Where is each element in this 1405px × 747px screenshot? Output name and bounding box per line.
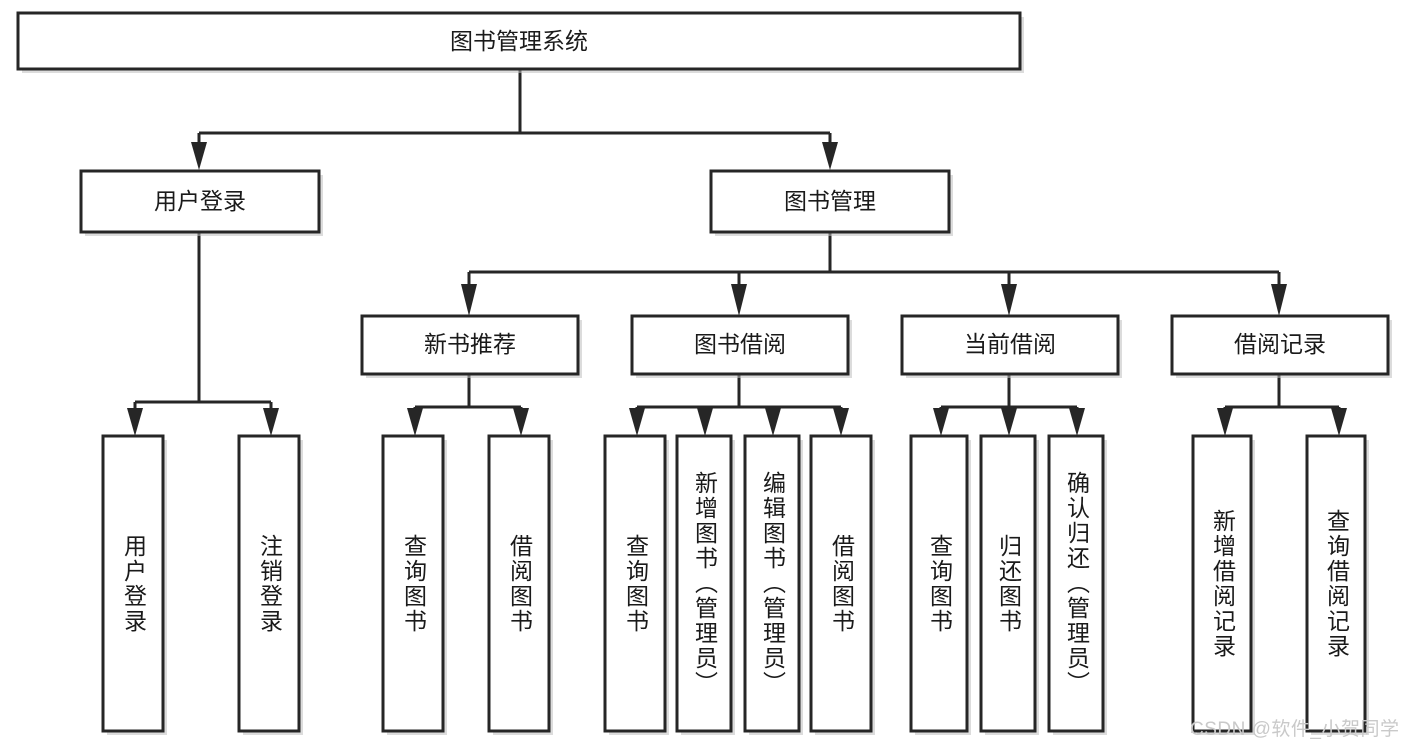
book-manage-node-label: 图书管理 [784,188,876,214]
book-borrow-node-label: 图书借阅 [694,331,786,357]
arrow-head-leaf-query-book-1 [407,408,423,436]
leaf-add-book-box[interactable] [675,434,733,733]
arrow-head-leaf-query-book-3 [933,408,949,436]
arrow-head-leaf-add-book [697,408,713,436]
leaf-edit-book-box[interactable] [743,434,801,733]
borrow-record-node-label: 借阅记录 [1234,331,1326,357]
borrow-record-node-box[interactable] [1170,314,1390,376]
leaf-logout-box[interactable] [237,434,301,733]
leaf-user-login-box[interactable] [101,434,165,733]
arrow-head-leaf-logout [263,408,279,436]
connector-layer [127,70,1347,436]
arrow-head-leaf-user-login [127,408,143,436]
arrow-head-leaf-query-record [1331,408,1347,436]
current-borrow-node-box[interactable] [900,314,1120,376]
leaf-borrow-book-2-box[interactable] [809,434,873,733]
arrow-head-leaf-borrow-book-1 [513,408,529,436]
arrow-head-leaf-edit-book [765,408,781,436]
leaf-query-book-2-box[interactable] [603,434,667,733]
user-login-node-box[interactable] [79,169,321,234]
node-layer: 图书管理系统 用户登录 图书管理 新书推荐 图书借阅 当前借阅 借阅记录 [16,11,1392,735]
csdn-watermark: CSDN @软件_小贺同学 [1190,719,1400,740]
arrow-head-leaf-return-book [1001,408,1017,436]
arrow-head-user-login [191,142,207,170]
leaf-add-record-box[interactable] [1191,434,1253,733]
leaf-query-book-1-box[interactable] [381,434,445,733]
arrow-head-new-book-rec [461,284,477,316]
arrow-head-book-borrow [731,284,747,316]
user-login-node-label: 用户登录 [154,188,246,214]
leaf-confirm-return-box[interactable] [1047,434,1105,733]
current-borrow-node-label: 当前借阅 [964,331,1056,357]
arrow-head-borrow-record [1271,284,1287,316]
arrow-head-leaf-query-book-2 [629,408,645,436]
leaf-borrow-book-1-box[interactable] [487,434,551,733]
arrow-head-current-borrow [1001,284,1017,316]
leaf-query-record-box[interactable] [1305,434,1367,733]
root-node-box[interactable] [16,11,1022,71]
new-book-rec-node-box[interactable] [360,314,580,376]
leaf-query-book-3-box[interactable] [909,434,969,733]
new-book-rec-node-label: 新书推荐 [424,331,516,357]
root-node-label: 图书管理系统 [450,28,588,54]
arrow-head-leaf-confirm-return [1069,408,1085,436]
arrow-head-book-manage [822,142,838,170]
arrow-head-leaf-add-record [1217,408,1233,436]
book-manage-node-box[interactable] [709,169,951,234]
book-borrow-node-box[interactable] [630,314,850,376]
arrow-head-leaf-borrow-book-2 [833,408,849,436]
leaf-return-book-box[interactable] [979,434,1037,733]
